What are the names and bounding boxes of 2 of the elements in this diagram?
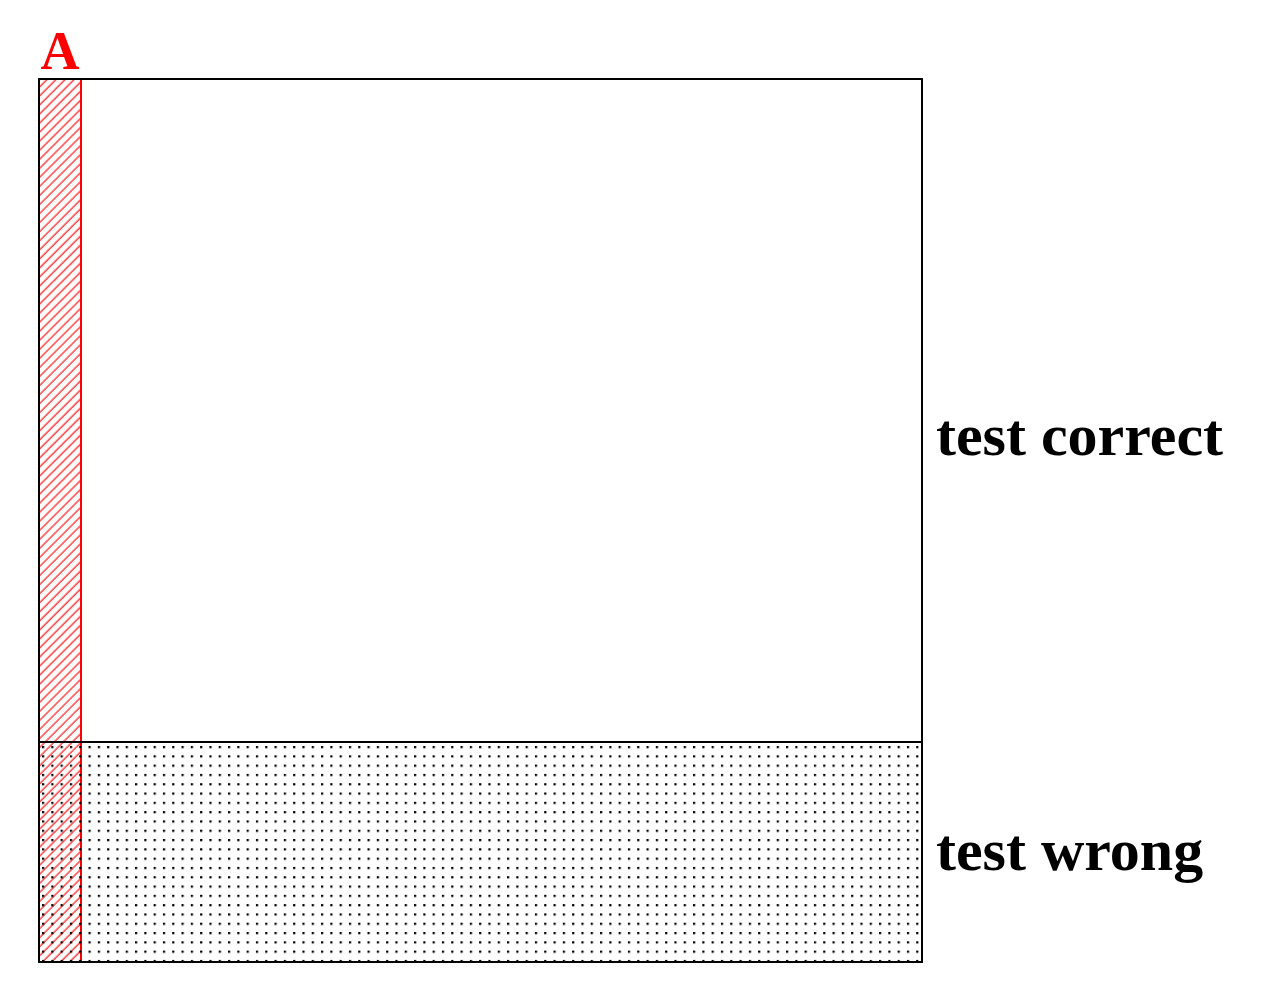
region-label: test correct [936, 405, 1224, 465]
strip-label: A [39, 24, 81, 78]
